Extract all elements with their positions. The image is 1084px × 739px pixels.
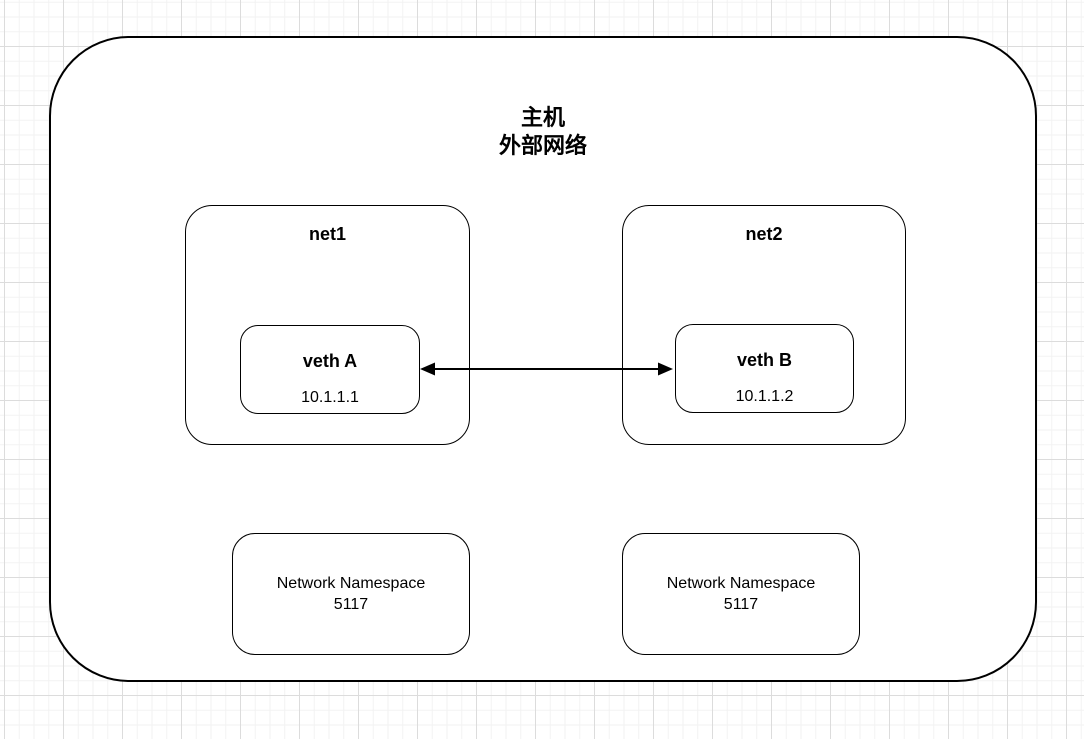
net1-label: net1 [308,224,346,244]
net2-box: net2 veth B 10.1.1.2 [622,205,906,445]
net2-label: net2 [745,224,783,244]
arrowhead-left-icon [420,362,435,376]
veth-connection-arrow [420,362,673,376]
network-namespace-box-1: Network Namespace 5117 [232,533,470,655]
host-container-box: 主机 外部网络 net1 veth A 10.1.1.1 net2 veth B… [49,36,1037,682]
network-namespace-1-title: Network Namespace [276,575,426,592]
veth-b-label: veth B [736,350,792,370]
network-namespace-box-2: Network Namespace 5117 [622,533,860,655]
veth-b-ip: 10.1.1.2 [735,388,794,405]
veth-b-box: veth B 10.1.1.2 [675,324,854,413]
host-title-line1: 主机 [520,105,565,130]
network-namespace-1-id: 5117 [333,596,369,613]
host-title-line2: 外部网络 [498,133,587,158]
network-namespace-2-id: 5117 [723,596,759,613]
net1-box: net1 veth A 10.1.1.1 [185,205,470,445]
veth-a-label: veth A [302,351,358,371]
host-title: 主机 外部网络 [51,104,1035,160]
arrowhead-right-icon [658,362,673,376]
veth-a-ip: 10.1.1.1 [301,389,359,406]
veth-a-box: veth A 10.1.1.1 [240,325,420,414]
network-namespace-2-title: Network Namespace [666,575,816,592]
